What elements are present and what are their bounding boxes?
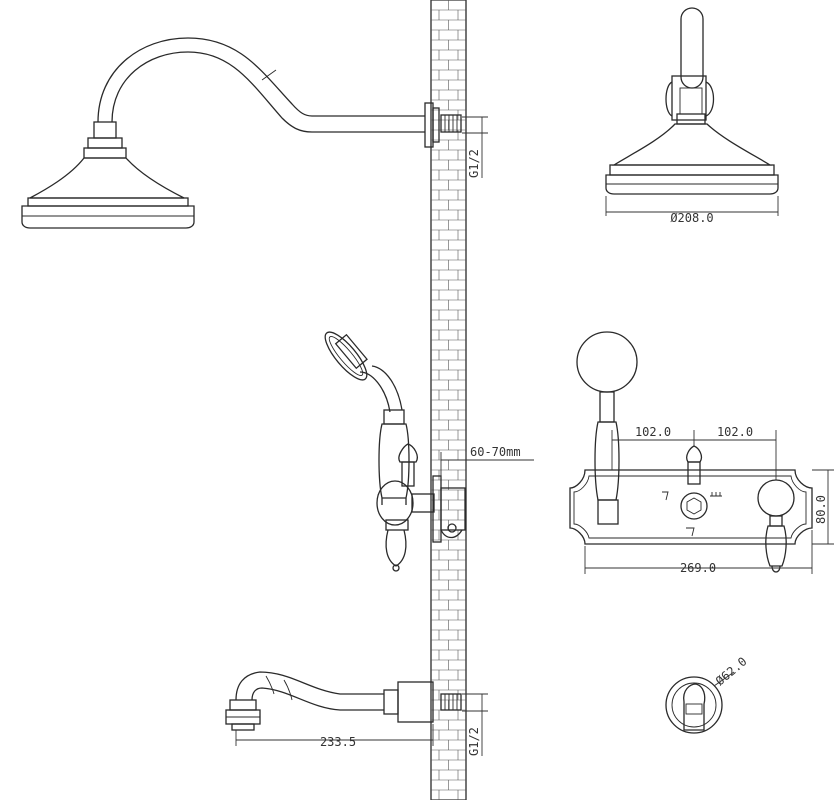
- spout-length-dimension: 233.5: [235, 724, 434, 749]
- spout-length-label: 233.5: [320, 735, 356, 749]
- thread-top-label: G1/2: [467, 149, 481, 178]
- escutcheon-diameter-label: Ø62.0: [713, 654, 750, 688]
- plate-width-label: 269.0: [680, 561, 716, 575]
- plate-height-dimension: 80.0: [812, 469, 834, 545]
- hand-shower-icon: [324, 331, 435, 572]
- plate-width-dimension: 269.0: [584, 530, 813, 575]
- thread-bottom-icon: [440, 693, 462, 711]
- thread-top-dimension: G1/2: [462, 116, 488, 178]
- plate-height-label: 80.0: [814, 495, 828, 524]
- tub-spout-icon: [225, 671, 462, 731]
- escutcheon-icon: Ø62.0: [665, 654, 750, 734]
- thread-bottom-label: G1/2: [467, 727, 481, 756]
- wall-bracket-icon: [432, 475, 466, 543]
- spacing-left-label: 102.0: [635, 425, 671, 439]
- head-diameter-label: Ø208.0: [670, 211, 713, 225]
- wall-gap-label: 60-70mm: [470, 445, 521, 459]
- rain-shower-head-icon: [21, 37, 462, 229]
- wall-gap-dimension: 60-70mm: [440, 445, 534, 490]
- head-diameter-dimension: Ø208.0: [605, 196, 779, 225]
- thread-bottom-dimension: G1/2: [462, 693, 488, 756]
- spacing-right-label: 102.0: [717, 425, 753, 439]
- spacing-dimension: 102.0 102.0: [611, 425, 777, 480]
- thread-top-icon: [440, 114, 462, 133]
- shower-head-front-icon: [605, 7, 779, 195]
